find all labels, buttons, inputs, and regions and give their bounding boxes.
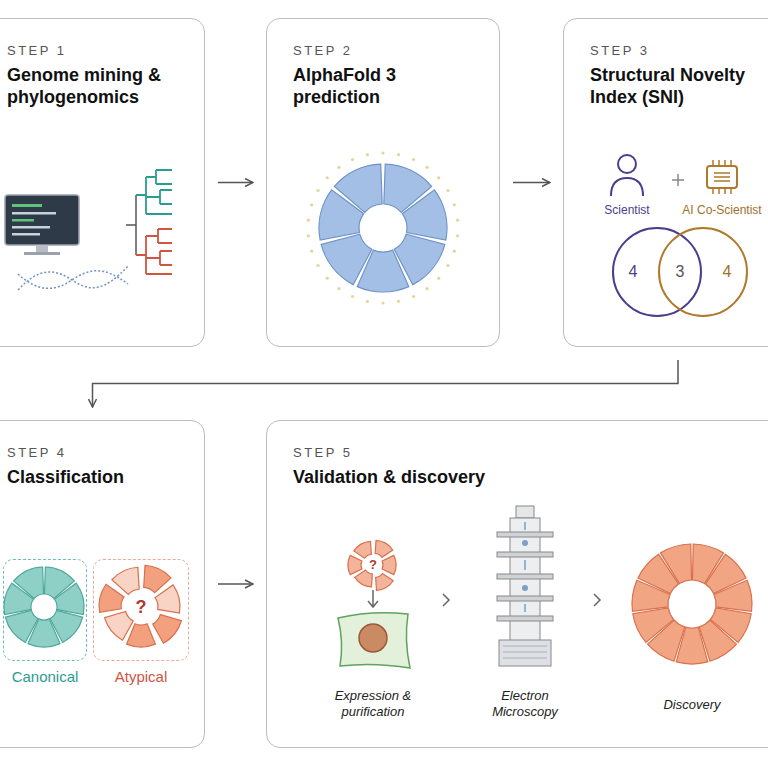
ring-segment xyxy=(382,555,396,574)
step-label: STEP 2 xyxy=(293,43,483,58)
ring-segment xyxy=(5,610,38,642)
category-box: Canonical xyxy=(3,559,87,661)
step-panel: CanonicalAtypicalSTEP 4Classification xyxy=(0,420,205,748)
ring-segment xyxy=(402,190,447,240)
question-mark: ? xyxy=(369,557,377,573)
ring-segment xyxy=(54,583,84,614)
step-caption: Expression & purification xyxy=(313,688,433,719)
ring-segment xyxy=(105,611,134,640)
ring-segment xyxy=(127,624,156,647)
step-title: AlphaFold 3 prediction xyxy=(293,64,483,108)
question-mark: ? xyxy=(136,597,147,619)
flow-arrow xyxy=(93,360,679,407)
ring-segment xyxy=(321,234,372,284)
venn-count: 4 xyxy=(723,262,732,281)
ring-segment xyxy=(633,608,674,642)
step-title: Genome mining & phylogenomics xyxy=(7,64,188,108)
text-wrap: STEP 4 Classification xyxy=(0,421,204,488)
step-label: STEP 3 xyxy=(590,43,760,58)
step-title: Classification xyxy=(7,466,188,488)
ring-segment xyxy=(112,567,139,594)
ring-segment xyxy=(334,164,382,212)
text-wrap: STEP 1 Genome mining & phylogenomics xyxy=(0,19,204,108)
category-label: Atypical xyxy=(84,668,198,685)
ring-segment xyxy=(14,567,44,599)
step-label: STEP 4 xyxy=(7,445,188,460)
step-title: Validation & discovery xyxy=(293,466,768,488)
step-caption: Discovery xyxy=(663,697,720,713)
step-title: Structural Novelty Index (SNI) xyxy=(590,64,760,108)
step-panel: STEP 3 Structural Novelty Index (SNI) xyxy=(563,18,768,347)
ring-segment xyxy=(375,540,393,557)
ring-segment xyxy=(661,544,692,584)
ring-segment xyxy=(348,555,362,574)
ring-segment xyxy=(99,584,124,612)
flow-arrow xyxy=(513,182,550,184)
icon-caption: Scientist xyxy=(604,203,649,217)
ring-segment xyxy=(354,541,372,558)
ring-segment xyxy=(714,580,752,611)
step-label: STEP 1 xyxy=(7,43,188,58)
text-wrap: STEP 3 Structural Novelty Index (SNI) xyxy=(564,19,768,108)
step-panel: STEP 2 AlphaFold 3 prediction xyxy=(266,18,500,347)
ring-segment xyxy=(155,585,180,613)
text-wrap: STEP 5 Validation & discovery xyxy=(267,421,768,488)
category-label: Canonical xyxy=(0,668,96,685)
icon-caption: AI Co-Scientist xyxy=(682,203,761,217)
step-caption: Electron Microscopy xyxy=(475,688,575,719)
flow-arrow xyxy=(218,182,253,184)
step-label: STEP 5 xyxy=(293,445,768,460)
ring-segment xyxy=(153,615,182,644)
venn-count: 4 xyxy=(629,262,638,281)
text-wrap: STEP 2 AlphaFold 3 prediction xyxy=(267,19,499,108)
step-panel: STEP 1 Genome mining & phylogenomics xyxy=(0,18,205,347)
ring-segment xyxy=(376,573,394,590)
flow-arrow xyxy=(218,583,253,585)
ring-segment xyxy=(355,570,373,587)
venn-count: 3 xyxy=(676,262,685,281)
